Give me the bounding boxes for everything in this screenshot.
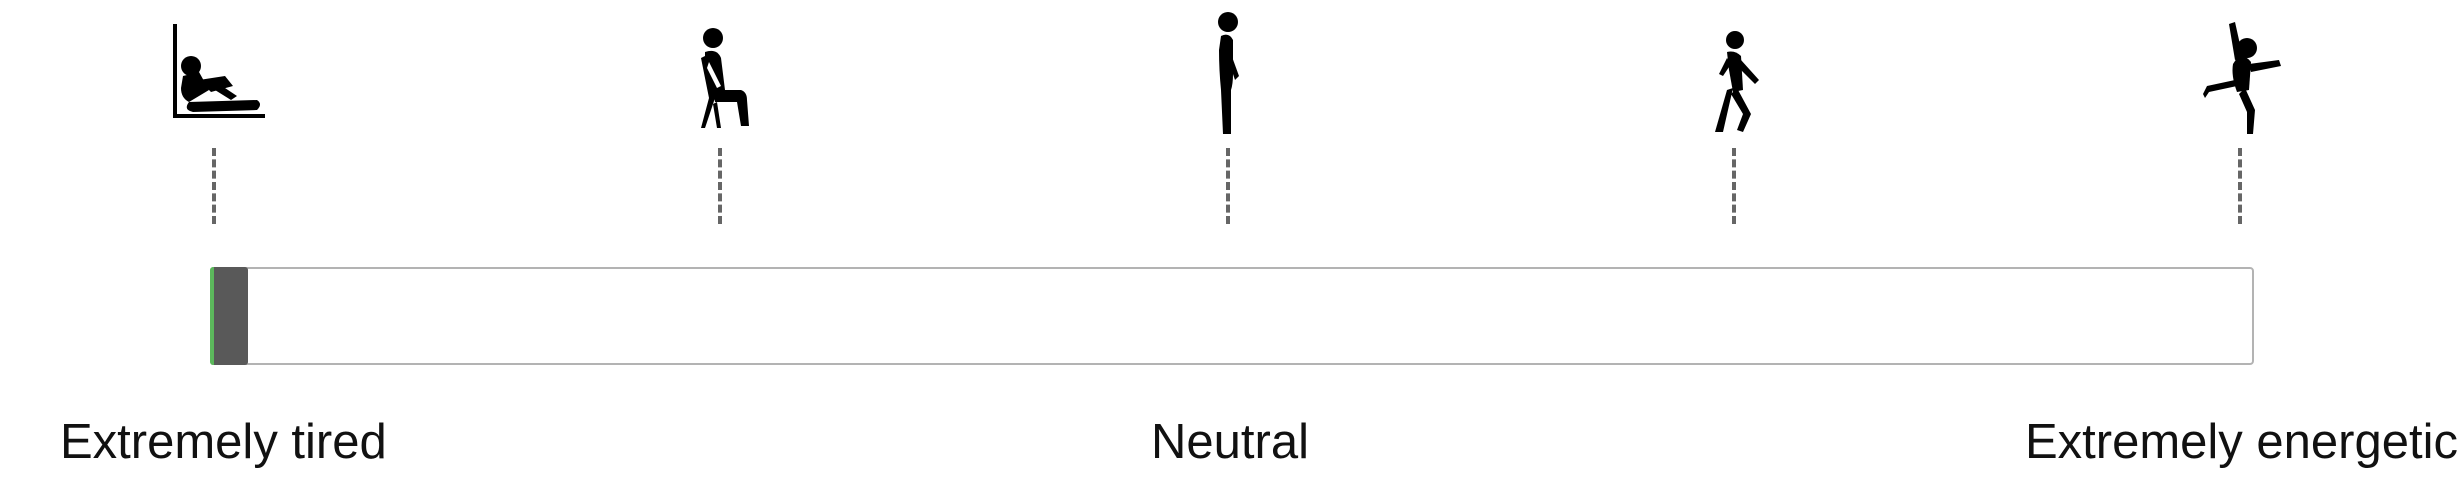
label-extremely-tired: Extremely tired <box>60 415 387 469</box>
person-standing-icon-graphic <box>1218 12 1239 134</box>
person-sitting-icon <box>665 10 775 140</box>
label-extremely-energetic: Extremely energetic <box>2024 415 2458 469</box>
person-reclining-icon <box>159 10 269 140</box>
slider-handle[interactable] <box>210 267 248 365</box>
person-jumping-icon-graphic <box>2203 22 2281 134</box>
person-sitting-icon-graphic <box>701 28 749 128</box>
scale-tick-1 <box>212 148 216 224</box>
label-neutral: Neutral <box>1151 415 1309 469</box>
person-walking-icon-graphic <box>1715 31 1759 132</box>
scale-tick-4 <box>1732 148 1736 224</box>
person-jumping-icon <box>2185 10 2295 140</box>
energy-slider-track[interactable] <box>210 267 2254 365</box>
person-walking-icon <box>1679 10 1789 140</box>
person-reclining-icon-graphic <box>173 24 265 118</box>
scale-tick-5 <box>2238 148 2242 224</box>
person-standing-icon <box>1173 10 1283 140</box>
scale-tick-3 <box>1226 148 1230 224</box>
scale-tick-2 <box>718 148 722 224</box>
